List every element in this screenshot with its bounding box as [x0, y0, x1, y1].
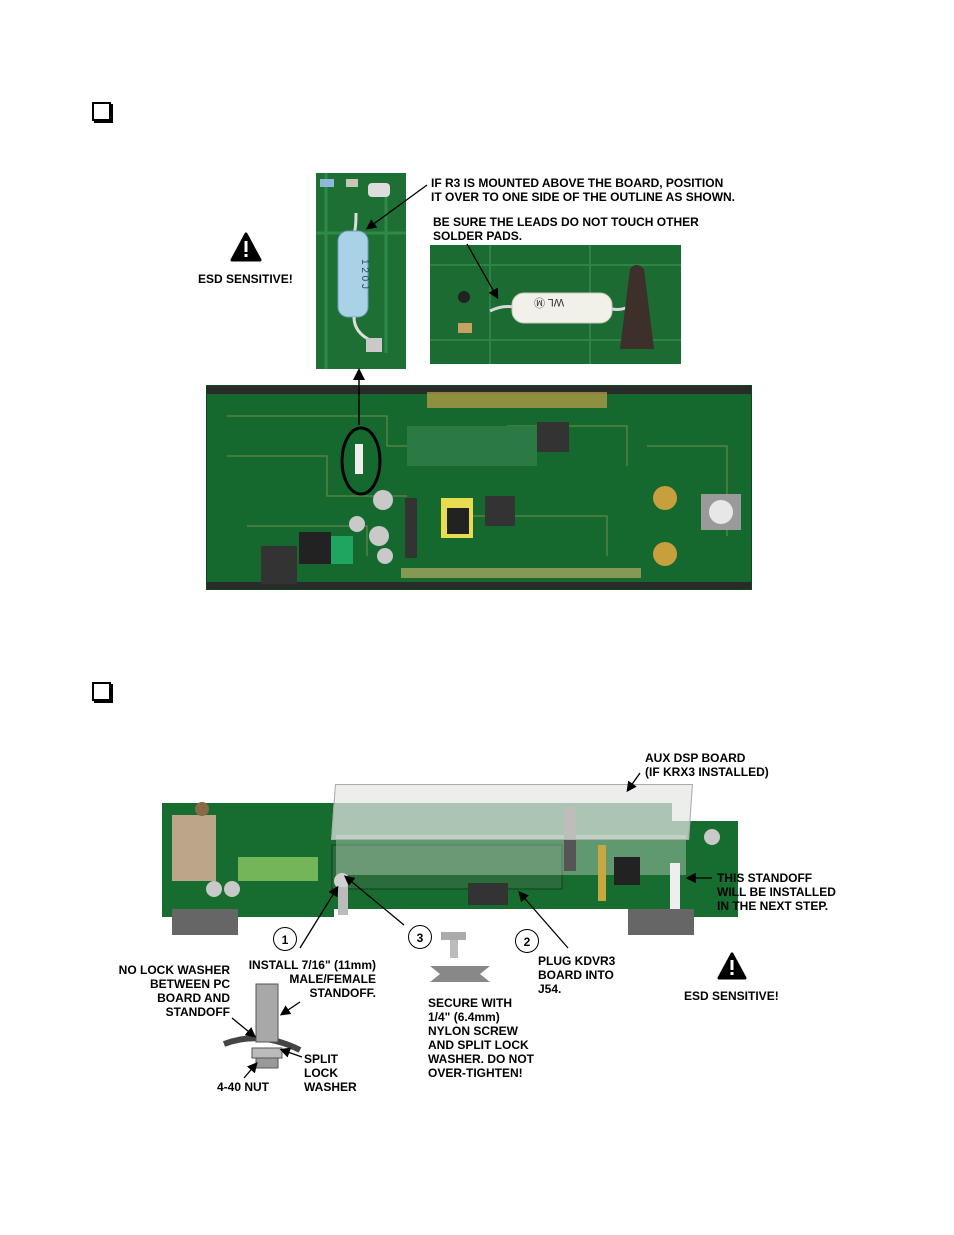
no-lock-washer-label: NO LOCK WASHER BETWEEN PC BOARD AND STAN… — [118, 963, 230, 1019]
aux-dsp-board-overlay — [331, 784, 693, 840]
install-standoff-label: INSTALL 7/16" (11mm) MALE/FEMALE STANDOF… — [248, 958, 376, 1000]
resistor-marking-2: WL Ⓜ — [534, 296, 565, 308]
split-lock-washer-label: SPLIT LOCK WASHER — [304, 1052, 357, 1094]
step2-checkbox[interactable] — [92, 682, 111, 701]
esd-sensitive-label-2: ESD SENSITIVE! — [684, 989, 779, 1003]
step-number-1: 1 — [273, 927, 297, 951]
callout-r3-position: IF R3 IS MOUNTED ABOVE THE BOARD, POSITI… — [431, 176, 736, 204]
secure-screw-label: SECURE WITH 1/4" (6.4mm) NYLON SCREW AND… — [428, 996, 535, 1080]
callout-leads: BE SURE THE LEADS DO NOT TOUCH OTHER SOL… — [433, 215, 699, 243]
main-board-photo — [206, 385, 752, 590]
nut-label: 4-40 NUT — [217, 1080, 270, 1094]
standoff-next-step-label: THIS STANDOFF WILL BE INSTALLED IN THE N… — [717, 871, 836, 913]
leads-closeup-photo: WL Ⓜ — [430, 245, 681, 364]
aux-dsp-label: AUX DSP BOARD (IF KRX3 INSTALLED) — [645, 751, 769, 779]
step-number-3: 3 — [408, 925, 432, 949]
step1-checkbox[interactable] — [92, 102, 111, 121]
resistor-marking: 1 2 0 J — [359, 259, 370, 290]
plug-kdvr3-label: PLUG KDVR3 BOARD INTO J54. — [538, 954, 616, 996]
step-number-2: 2 — [515, 929, 539, 953]
r3-closeup-photo: 1 2 0 J — [316, 173, 406, 369]
esd-sensitive-label: ESD SENSITIVE! — [198, 272, 293, 286]
main-board-drawing — [207, 386, 751, 589]
